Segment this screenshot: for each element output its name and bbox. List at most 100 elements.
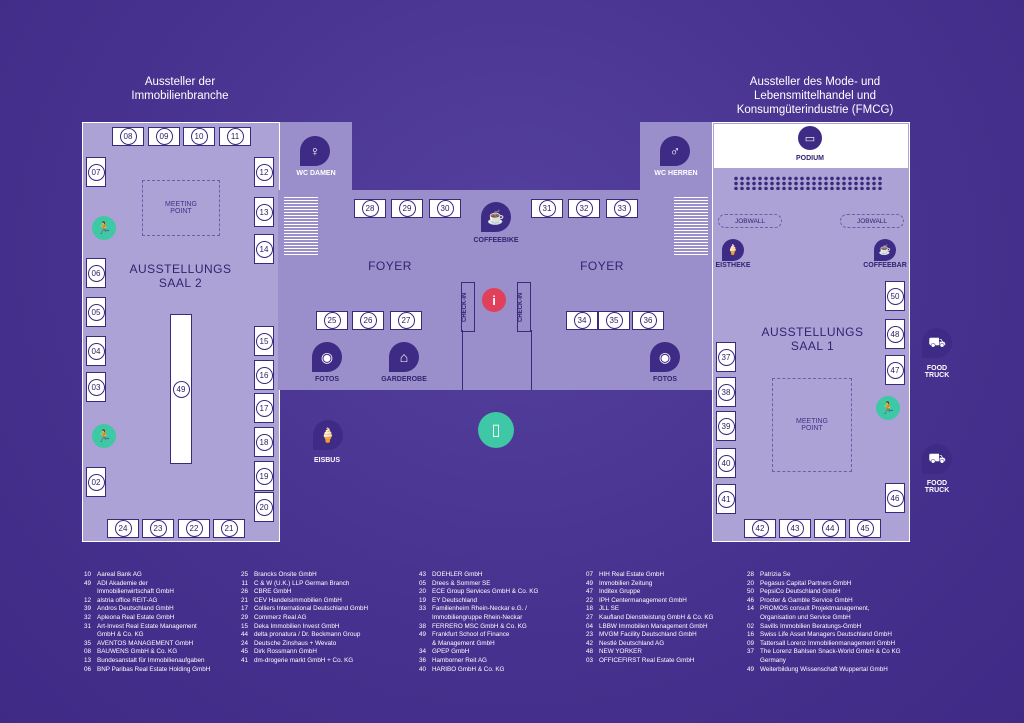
booth-45[interactable]: 45 xyxy=(849,519,881,538)
booth-48[interactable]: 48 xyxy=(885,319,905,349)
booth-number: 31 xyxy=(538,200,556,217)
booth-number: 49 xyxy=(172,380,190,398)
legend-exhibitor-name: Hamborner Reit AG xyxy=(432,656,487,664)
booth-50[interactable]: 50 xyxy=(885,281,905,311)
coffee-cup-icon: ☕ xyxy=(874,239,896,261)
booth-25[interactable]: 25 xyxy=(316,311,348,330)
booth-03[interactable]: 03 xyxy=(86,372,106,402)
booth-34[interactable]: 34 xyxy=(566,311,598,330)
booth-23[interactable]: 23 xyxy=(142,519,174,538)
booth-number: 09 xyxy=(155,128,173,145)
booth-26[interactable]: 26 xyxy=(352,311,384,330)
booth-number: 40 xyxy=(717,454,735,472)
legend-exhibitor-name: delta pronatura / Dr. Beckmann Group xyxy=(254,631,361,639)
booth-33[interactable]: 33 xyxy=(606,199,638,218)
foyer-right-label: FOYER xyxy=(580,259,624,273)
eistheke-label: EISTHEKE xyxy=(715,262,751,269)
booth-30[interactable]: 30 xyxy=(429,199,461,218)
booth-21[interactable]: 21 xyxy=(213,519,245,538)
booth-27[interactable]: 27 xyxy=(390,311,422,330)
booth-13[interactable]: 13 xyxy=(254,197,274,227)
booth-24[interactable]: 24 xyxy=(107,519,139,538)
booth-38[interactable]: 38 xyxy=(716,377,736,407)
booth-42[interactable]: 42 xyxy=(744,519,776,538)
legend-exhibitor-name: Aareal Bank AG xyxy=(97,571,142,578)
legend-exhibitor-name: DOEHLER GmbH xyxy=(432,571,483,578)
legend-booth-number: 10 xyxy=(83,571,91,578)
booth-17[interactable]: 17 xyxy=(254,393,274,423)
checkin-left[interactable]: CHECK-IN xyxy=(461,282,475,332)
legend-exhibitor-name: Swiss Life Asset Managers Deutschland Gm… xyxy=(760,631,892,639)
booth-19[interactable]: 19 xyxy=(254,461,274,491)
booth-47[interactable]: 47 xyxy=(885,355,905,385)
legend-exhibitor-name: BNP Paribas Real Estate Holding GmbH xyxy=(97,665,211,673)
booth-16[interactable]: 16 xyxy=(254,360,274,390)
booth-20[interactable]: 20 xyxy=(254,492,274,522)
booth-number: 11 xyxy=(226,128,244,145)
booth-18[interactable]: 18 xyxy=(254,427,274,457)
checkin-right[interactable]: CHECK-IN xyxy=(517,282,531,332)
booth-number: 15 xyxy=(255,332,273,350)
booth-40[interactable]: 40 xyxy=(716,448,736,478)
booth-12[interactable]: 12 xyxy=(254,157,274,187)
booth-number: 16 xyxy=(255,366,273,384)
booth-28[interactable]: 28 xyxy=(354,199,386,218)
booth-46[interactable]: 46 xyxy=(885,483,905,513)
booth-14[interactable]: 14 xyxy=(254,234,274,264)
booth-22[interactable]: 22 xyxy=(178,519,210,538)
booth-number: 26 xyxy=(359,312,377,329)
legend-booth-number: 34 xyxy=(418,648,426,656)
booth-04[interactable]: 04 xyxy=(86,336,106,366)
booth-49-block[interactable]: 49 xyxy=(170,314,192,464)
food-truck-label: FOOD TRUCK xyxy=(924,480,950,494)
booth-02[interactable]: 02 xyxy=(86,467,106,497)
exit-door-icon[interactable]: ▯ xyxy=(478,412,514,448)
legend-exhibitor-name: IPH Centermanagement GmbH xyxy=(599,596,687,604)
booth-32[interactable]: 32 xyxy=(568,199,600,218)
booth-15[interactable]: 15 xyxy=(254,326,274,356)
booth-37[interactable]: 37 xyxy=(716,342,736,372)
legend-entry: 10 Aareal Bank AG xyxy=(75,571,235,580)
legend-exhibitor-name: GPEP GmbH xyxy=(432,648,470,656)
fotos-left-label: FOTOS xyxy=(315,376,339,383)
booth-number: 45 xyxy=(856,520,874,537)
booth-number: 19 xyxy=(255,467,273,485)
foyer-left-label: FOYER xyxy=(368,259,412,273)
booth-06[interactable]: 06 xyxy=(86,258,106,288)
booth-44[interactable]: 44 xyxy=(814,519,846,538)
legend-booth-number: 05 xyxy=(418,579,426,587)
booth-11[interactable]: 11 xyxy=(219,127,251,146)
legend-exhibitor-name: Brancks Onsite GmbH xyxy=(254,571,317,578)
booth-05[interactable]: 05 xyxy=(86,297,106,327)
stairs-right xyxy=(674,195,708,255)
booth-36[interactable]: 36 xyxy=(632,311,664,330)
booth-39[interactable]: 39 xyxy=(716,411,736,441)
booth-31[interactable]: 31 xyxy=(531,199,563,218)
booth-number: 04 xyxy=(87,342,105,360)
booth-41[interactable]: 41 xyxy=(716,484,736,514)
booth-43[interactable]: 43 xyxy=(779,519,811,538)
booth-10[interactable]: 10 xyxy=(183,127,215,146)
legend-exhibitor-name: Tattersall Lorenz Immobilienmanagement G… xyxy=(760,639,896,647)
info-icon[interactable]: i xyxy=(480,286,508,314)
booth-08[interactable]: 08 xyxy=(112,127,144,146)
booth-07[interactable]: 07 xyxy=(86,157,106,187)
booth-35[interactable]: 35 xyxy=(598,311,630,330)
legend-exhibitor-name: alstria office REIT-AG xyxy=(97,596,158,604)
legend-entry: 34 GPEP GmbH xyxy=(410,648,580,657)
wc-damen-label: WC DAMEN xyxy=(296,170,336,177)
booth-09[interactable]: 09 xyxy=(148,127,180,146)
booth-29[interactable]: 29 xyxy=(391,199,423,218)
